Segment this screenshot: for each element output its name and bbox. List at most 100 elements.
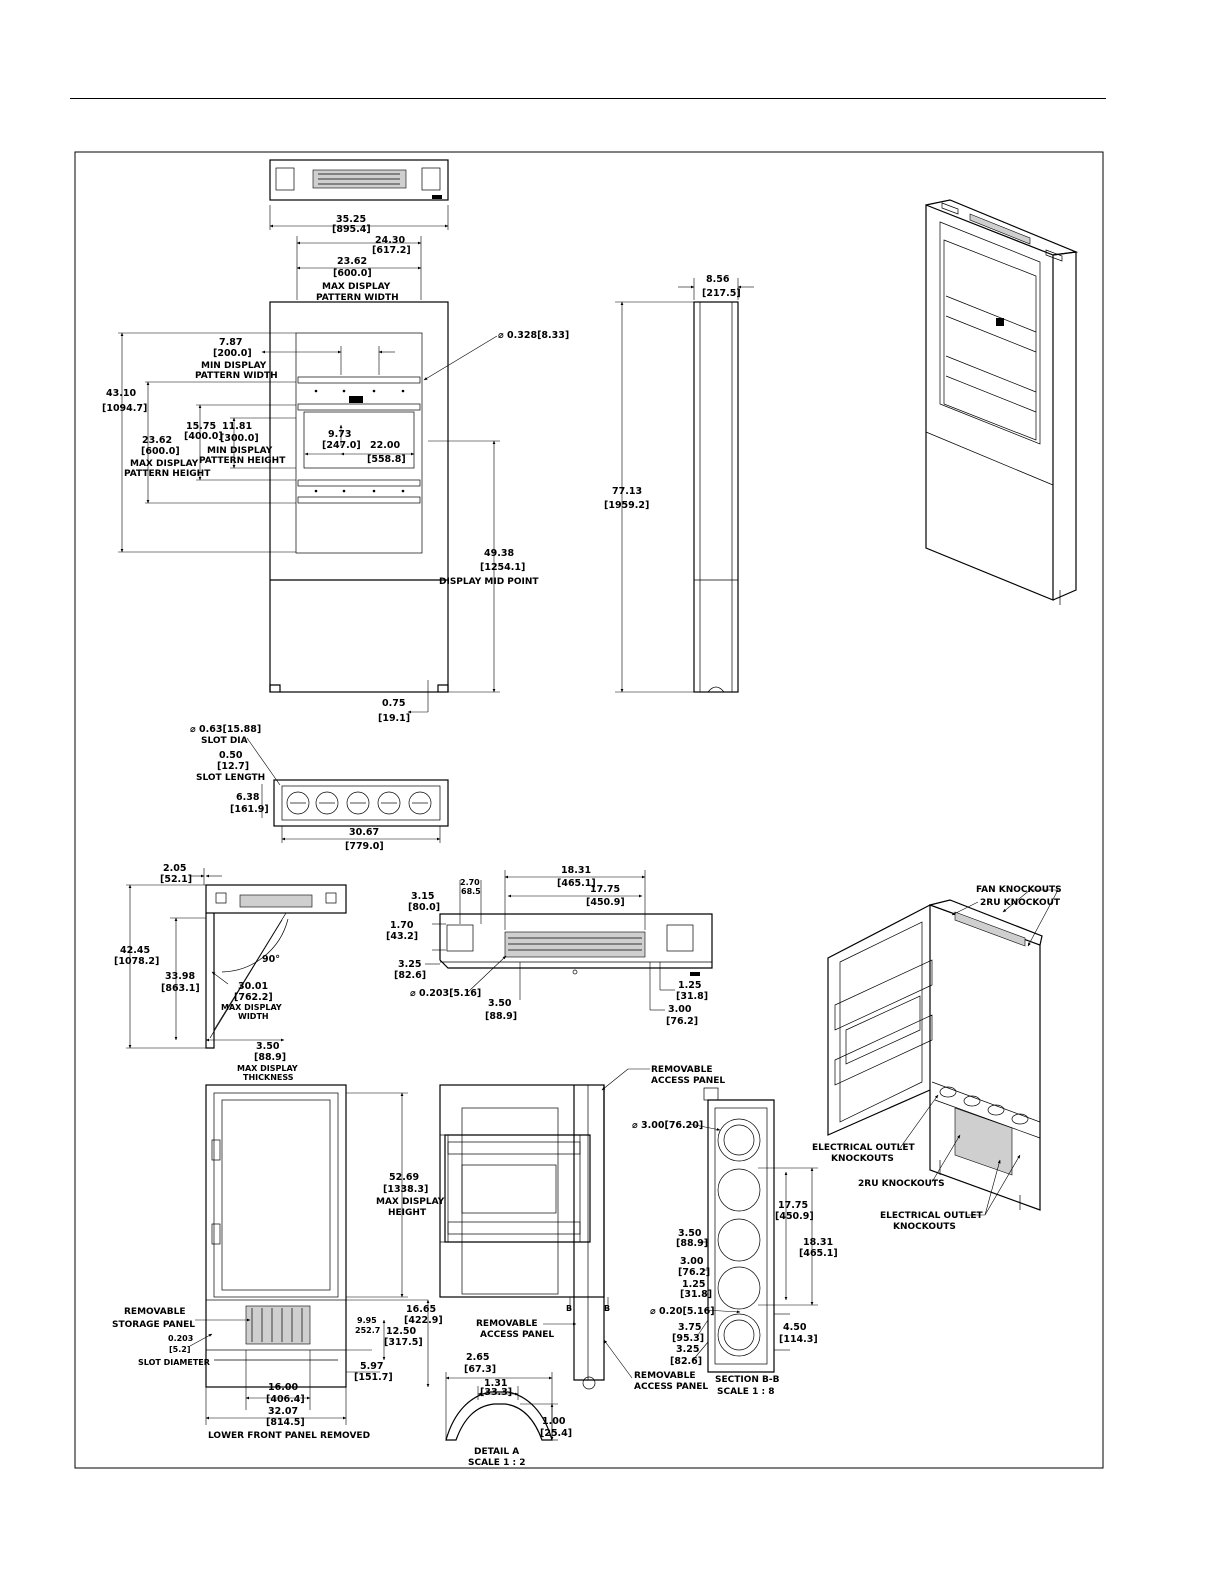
iso-open-knockouts xyxy=(939,1086,1029,1125)
label-max-pattern-height-1: MAX DISPLAY xyxy=(130,459,199,469)
dim-bottom-width: 30.67 xyxy=(349,827,379,838)
caption-lower-front: LOWER FRONT PANEL REMOVED xyxy=(208,1431,370,1441)
dim-tp-325: 3.25 xyxy=(398,959,421,970)
dim-min-pattern-height-mm: [300.0] xyxy=(220,433,259,444)
dim-slot-len-mm: [12.7] xyxy=(217,761,249,772)
detail-a: 2.65 [67.3] 1.31 [33.3] 1.00 [25.4] DETA… xyxy=(445,1352,572,1468)
dim-bb-350: 3.50 xyxy=(678,1228,702,1239)
label-max-pattern-width-1: MAX DISPLAY xyxy=(322,282,391,292)
label-elec-2b: KNOCKOUTS xyxy=(893,1222,956,1232)
side-view: 8.56 [217.5] 77.13 [1959.2] xyxy=(604,274,754,693)
dim-da-131: 1.31 xyxy=(484,1378,507,1389)
dim-da-131-mm: [33.3] xyxy=(480,1387,512,1398)
dim-bb-375: 3.75 xyxy=(678,1322,701,1333)
rail-lower xyxy=(297,479,421,504)
dim-bb-300: 3.00 xyxy=(680,1256,704,1267)
label-max-pattern-height-2: PATTERN HEIGHT xyxy=(124,469,211,479)
dim-bb-1775-mm: [450.9] xyxy=(775,1211,814,1222)
dim-da-100: 1.00 xyxy=(542,1416,566,1427)
dim-max-w: 30.01 xyxy=(238,981,268,992)
dim-h-1575: 15.75 xyxy=(186,421,216,432)
label-access-mid-1: REMOVABLE xyxy=(476,1319,538,1329)
dim-side-height-mm: [1959.2] xyxy=(604,500,649,511)
section-marker-left: B xyxy=(566,1304,572,1313)
label-midpoint: DISPLAY MID POINT xyxy=(439,577,539,587)
dim-bb-small: ⌀ 0.20[5.16] xyxy=(650,1306,715,1317)
dim-4245-mm: [1078.2] xyxy=(114,956,159,967)
dim-tp-1831: 18.31 xyxy=(561,865,591,876)
dim-bb-125-mm: [31.8] xyxy=(680,1289,712,1300)
dim-slot: 0.203 xyxy=(168,1334,193,1343)
dim-h-1575-mm: [400.0] xyxy=(184,431,223,442)
dim-min-pattern-width: 7.87 xyxy=(219,337,242,348)
caption-section-bb-1: SECTION B-B xyxy=(715,1375,780,1385)
dim-tp-350: 3.50 xyxy=(488,998,512,1009)
dim-tp-1775-mm: [450.9] xyxy=(586,897,625,908)
dim-max-pattern-width: 23.62 xyxy=(337,256,367,267)
dim-depth: 8.56 xyxy=(706,274,730,285)
dim-da-265: 2.65 xyxy=(466,1352,489,1363)
dim-3398-mm: [863.1] xyxy=(161,983,200,994)
dim-w-2200: 22.00 xyxy=(370,440,400,451)
dim-5269-mm: [1338.3] xyxy=(383,1184,428,1195)
dim-min-pattern-width-mm: [200.0] xyxy=(213,348,252,359)
dim-overall-width: 35.25 xyxy=(336,214,366,225)
top-panel-view: 18.31 [465.1] 17.75 [450.9] 2.70 68.5 3.… xyxy=(386,865,713,1027)
dim-995: 9.95 xyxy=(357,1316,377,1325)
header-rule xyxy=(70,98,1106,99)
dim-bb-300-mm: [76.2] xyxy=(678,1267,710,1278)
dim-tp-170-mm: [43.2] xyxy=(386,931,418,942)
dim-max-pattern-width-mm: [600.0] xyxy=(333,268,372,279)
label-5269-1: MAX DISPLAY xyxy=(376,1197,445,1207)
label-2ru-knockout: 2RU KNOCKOUT xyxy=(980,898,1061,908)
label-min-pattern-height-2: PATTERN HEIGHT xyxy=(199,456,286,466)
dim-1250: 12.50 xyxy=(386,1326,416,1337)
dim-1250-mm: [317.5] xyxy=(384,1337,423,1348)
dim-height-43: 43.10 xyxy=(106,388,136,399)
dim-tp-300: 3.00 xyxy=(668,1004,692,1015)
dim-bb-450: 4.50 xyxy=(783,1322,807,1333)
top-panel-vents xyxy=(508,937,642,951)
dim-tp-125: 1.25 xyxy=(678,980,701,991)
dim-205-mm: [52.1] xyxy=(160,874,192,885)
dim-side-height: 77.13 xyxy=(612,486,642,497)
dim-3207-mm: [814.5] xyxy=(266,1417,305,1428)
front-view: 7.87 [200.0] MIN DISPLAY PATTERN WIDTH ⌀… xyxy=(102,301,569,724)
dim-tp-325-mm: [82.6] xyxy=(394,970,426,981)
dim-da-100-mm: [25.4] xyxy=(540,1428,572,1439)
dim-bb-350-mm: [88.9] xyxy=(676,1238,708,1249)
label-min-pattern-width-2: PATTERN WIDTH xyxy=(195,371,278,381)
dim-thick-mm: [88.9] xyxy=(254,1052,286,1063)
dim-995-mm: 252.7 xyxy=(355,1326,380,1335)
caption-detail-a-1: DETAIL A xyxy=(474,1447,519,1457)
top-vent-slots xyxy=(318,173,400,185)
dim-tp-315: 3.15 xyxy=(411,891,434,902)
dim-bb-1831-mm: [465.1] xyxy=(799,1248,838,1259)
dim-slot-mm: [5.2] xyxy=(169,1345,190,1354)
dim-bb-1775: 17.75 xyxy=(778,1200,808,1211)
dim-1600-mm: [406.4] xyxy=(266,1394,305,1405)
label-elec-2a: ELECTRICAL OUTLET xyxy=(880,1211,983,1221)
label-slot-len: SLOT LENGTH xyxy=(196,773,265,783)
dim-min-pattern-height: 11.81 xyxy=(222,421,252,432)
dim-w-973: 9.73 xyxy=(328,429,351,440)
dim-1665: 16.65 xyxy=(406,1304,436,1315)
label-thick-1: MAX DISPLAY xyxy=(237,1064,298,1073)
dim-bb-325: 3.25 xyxy=(676,1344,699,1355)
dim-w-2200-mm: [558.8] xyxy=(367,454,406,465)
dim-width-2-mm: [617.2] xyxy=(372,245,411,256)
label-2ru-knockouts: 2RU KNOCKOUTS xyxy=(858,1179,945,1189)
dim-tp-315-mm: [80.0] xyxy=(408,902,440,913)
dim-slot-len: 0.50 xyxy=(219,750,243,761)
dim-tp-125-mm: [31.8] xyxy=(676,991,708,1002)
dim-tp-1831-mm: [465.1] xyxy=(557,878,596,889)
dim-597-mm: [151.7] xyxy=(354,1372,393,1383)
top-view: 35.25 [895.4] 24.30 [617.2] 23.62 [600.0… xyxy=(269,159,449,303)
dim-tp-170: 1.70 xyxy=(390,920,414,931)
dim-thick: 3.50 xyxy=(256,1041,280,1052)
label-thick-2: THICKNESS xyxy=(243,1073,294,1082)
dim-5269: 52.69 xyxy=(389,1172,419,1183)
dim-tp-hole: ⌀ 0.203[5.16] xyxy=(410,988,481,999)
dim-1600: 16.00 xyxy=(268,1382,298,1393)
label-access-bot-2: ACCESS PANEL xyxy=(634,1382,708,1392)
